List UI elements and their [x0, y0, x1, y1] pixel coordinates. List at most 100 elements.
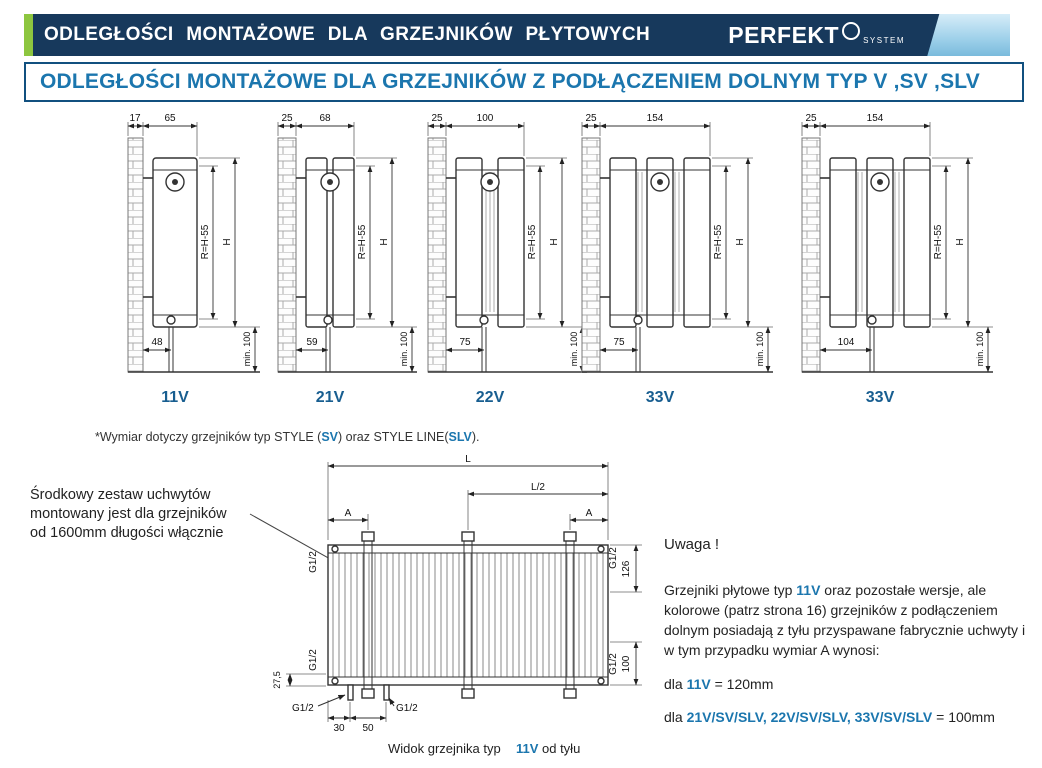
a-right-dim: A	[586, 508, 593, 519]
pipe-distance-dim: 75	[459, 337, 471, 348]
mounting-diagrams-row: 17 65 R=H-55 H min. 100 48 11V	[30, 112, 1020, 432]
brand-ring-icon	[842, 22, 861, 40]
brand-subtitle: SYSTEM	[863, 35, 905, 45]
dim-100: 100	[621, 655, 632, 672]
thread-labels: G1/2 G1/2 G1/2 G1/2 G1/2 G1/2	[292, 547, 619, 714]
info-para-text-1: Grzejniki płytowe typ	[664, 582, 797, 599]
wall-offset-dim: 25	[585, 113, 597, 124]
r-height-dim: R=H-55	[933, 224, 944, 259]
height-dim: H	[222, 238, 233, 245]
footnote-text-2: ) oraz STYLE LINE(	[338, 430, 449, 444]
length-dim: L	[465, 454, 471, 465]
radiator-side-view	[143, 157, 198, 372]
wall	[801, 137, 993, 373]
diagram-21v: 25 68 R=H-55 H min. 100 59 21V	[277, 113, 417, 406]
wall	[427, 137, 587, 373]
min-clearance-dim: min. 100	[242, 332, 252, 367]
min-clearance-dim: min. 100	[569, 332, 579, 367]
thread-top-right-label: G1/2	[608, 547, 619, 569]
diagram-22v: 25 100 R=H-55 H min. 100 75 22V	[427, 113, 587, 406]
a-left-dim: A	[345, 508, 352, 519]
depth-dim: 154	[647, 113, 664, 124]
dimension-lines: 17 65 R=H-55 H min. 100 48	[127, 113, 260, 373]
info-paragraph: Grzejniki płytowe typ 11V oraz pozostałe…	[664, 581, 1038, 661]
diagram-33v-a: 25 154 R=H-55 H min. 100 75 33V	[581, 113, 773, 406]
rear-caption: Widok grzejnika typ 11V od tyłu	[388, 741, 580, 756]
banner-right-decoration	[925, 14, 1010, 56]
dim-126: 126	[621, 560, 632, 577]
footnote-text-3: ).	[471, 430, 480, 444]
type-label: 33V	[866, 389, 895, 406]
thread-bottom-right-label: G1/2	[608, 653, 619, 675]
pipe-distance-dim: 75	[613, 337, 625, 348]
wall-offset-dim: 17	[129, 113, 141, 124]
pipe-distance-dim: 104	[838, 337, 855, 348]
radiator-side-view	[446, 157, 525, 372]
radiator-rear-body	[327, 544, 609, 686]
bracket-annotation: Środkowy zestaw uchwytów montowany jest …	[30, 487, 227, 542]
dimension-lines: 25 154 R=H-55 H min. 100 104	[801, 113, 993, 373]
green-accent-stripe	[24, 14, 33, 56]
wall-offset-dim: 25	[431, 113, 443, 124]
r-height-dim: R=H-55	[357, 224, 368, 259]
info-heading: Uwaga !	[664, 536, 720, 553]
dimension-lines: 25 68 R=H-55 H min. 100 59	[277, 113, 417, 373]
dimension-lines: 25 100 R=H-55 H min. 100 75	[427, 113, 587, 373]
pipe-distance-dim: 59	[306, 337, 318, 348]
diagram-11v: 17 65 R=H-55 H min. 100 48 11V	[127, 113, 260, 406]
top-banner: ODLEGŁOŚCI MONTAŻOWE DLA GRZEJNIKÓW PŁYT…	[24, 14, 1010, 56]
wall-offset-dim: 25	[805, 113, 817, 124]
dimension-lines: L L/2 A A 126 100 27,5 30 50	[272, 454, 642, 734]
radiator-side-view	[296, 157, 355, 372]
type-label: 33V	[646, 389, 675, 406]
dim-27-5: 27,5	[272, 671, 282, 689]
radiator-side-view	[820, 157, 931, 372]
rear-view-drawing: L L/2 A A 126 100 27,5 30 50 G1/2 G1/2 G…	[272, 454, 642, 756]
rear-caption-prefix: Widok grzejnika typ	[388, 741, 501, 756]
rule1-value: = 120mm	[710, 675, 774, 692]
dim-30: 30	[333, 723, 345, 734]
r-height-dim: R=H-55	[200, 224, 211, 259]
type-label: 22V	[476, 389, 505, 406]
radiator-side-view	[600, 157, 711, 372]
type-label: 21V	[316, 389, 345, 406]
min-clearance-dim: min. 100	[755, 332, 765, 367]
footnote-slv: SLV	[448, 430, 472, 444]
diagram-33v-b: 25 154 R=H-55 H min. 100 104 33V	[801, 113, 993, 406]
thread-bottom-left-label: G1/2	[308, 649, 319, 671]
footnote-text-1: *Wymiar dotyczy grzejników typ STYLE (	[95, 430, 322, 444]
rule-11v: dla 11V = 120mm	[664, 675, 1038, 695]
rear-caption-type: 11V	[516, 741, 539, 756]
thread-top-left-label: G1/2	[308, 551, 319, 573]
depth-dim: 68	[319, 113, 331, 124]
height-dim: H	[955, 238, 966, 245]
section-heading: ODLEGŁOŚCI MONTAŻOWE DLA GRZEJNIKÓW Z PO…	[24, 62, 1024, 102]
height-dim: H	[735, 238, 746, 245]
r-height-dim: R=H-55	[713, 224, 724, 259]
bottom-connections	[347, 684, 390, 701]
thread-conn-right-label: G1/2	[396, 703, 418, 714]
min-clearance-dim: min. 100	[399, 332, 409, 367]
brand-name: PERFEKT	[728, 21, 840, 48]
rule2-types: 21V/SV/SLV, 22V/SV/SLV, 33V/SV/SLV	[686, 708, 933, 725]
rule2-prefix: dla	[664, 708, 687, 725]
banner-title: ODLEGŁOŚCI MONTAŻOWE DLA GRZEJNIKÓW PŁYT…	[44, 24, 651, 45]
dim-50: 50	[362, 723, 374, 734]
wall	[581, 137, 773, 373]
rule-other-types: dla 21V/SV/SLV, 22V/SV/SLV, 33V/SV/SLV =…	[664, 708, 1038, 728]
brand-logo: PERFEKT SYSTEM	[728, 14, 905, 56]
info-para-text-2: oraz pozostałe wersje, ale kolorowe (pat…	[664, 582, 1026, 658]
footnote-sv: SV	[321, 430, 339, 444]
height-dim: H	[549, 238, 560, 245]
wall	[277, 137, 417, 373]
dimension-lines: 25 154 R=H-55 H min. 100 75	[581, 113, 773, 373]
depth-dim: 65	[164, 113, 176, 124]
section-heading-text: ODLEGŁOŚCI MONTAŻOWE DLA GRZEJNIKÓW Z PO…	[40, 70, 980, 93]
min-clearance-dim: min. 100	[975, 332, 985, 367]
wall	[127, 137, 260, 373]
mounting-brackets	[361, 531, 577, 699]
pipe-distance-dim: 48	[151, 337, 163, 348]
rear-caption-suffix: od tyłu	[542, 741, 580, 756]
rule1-type: 11V	[686, 675, 711, 692]
